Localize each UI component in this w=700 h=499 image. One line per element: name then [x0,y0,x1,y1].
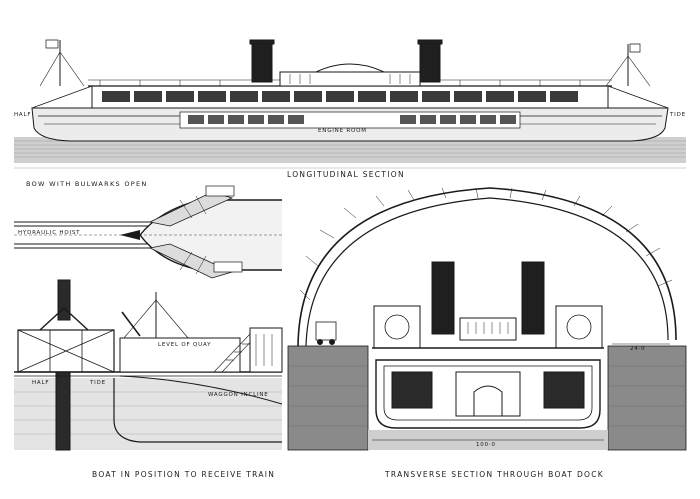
label-waggon-incline: WAGGON INCLINE [208,392,269,398]
waggon-incline-line [119,375,283,405]
boat-position-drawing [14,279,283,451]
boat-hull-section [113,378,282,443]
paddle-box-right [555,305,603,349]
saloon-arch [315,63,385,73]
deck-carriage [459,317,517,341]
hoist-box-bottom [213,261,243,273]
caption-boat-position: BOAT IN POSITION TO RECEIVE TRAIN [92,470,276,479]
caption-transverse-section: TRANSVERSE SECTION THROUGH BOAT DOCK [385,470,604,479]
boiler-right [543,371,585,409]
hoist-tower-chimney [57,279,71,321]
dock-wall-left [287,345,369,451]
transverse-funnel-left [431,261,455,335]
quay-waggon [315,321,337,341]
boiler-left [391,371,433,409]
transverse-funnel-right [521,261,545,335]
hoist-box-top [205,185,235,197]
label-width-24: 24·0 [630,346,646,352]
hoist-shaft [55,371,71,451]
longitudinal-section-drawing [14,39,686,163]
arch-inner [305,197,669,347]
dock-wall-right [607,345,687,451]
bow-plan-drawing [14,185,282,279]
engine [455,371,521,417]
label-tide: TIDE [90,380,106,386]
label-half: HALF [32,380,50,386]
label-tide-right: TIDE [670,112,686,118]
quay-building [119,337,241,373]
bulwark-open-upper [148,191,234,227]
caption-longitudinal-section: LONGITUDINAL SECTION [287,170,405,179]
upper-deck-carriages [102,91,578,102]
label-hydraulic-hoist: HYDRAULIC HOIST [18,230,81,236]
transverse-section-drawing [287,187,687,451]
rail-posts [99,80,581,86]
flag-left [45,39,59,49]
label-level-of-quay: LEVEL OF QUAY [158,342,212,348]
caption-bow-bulwarks: BOW WITH BULWARKS OPEN [26,180,148,188]
arch-lattice [299,187,673,301]
paddle-box-left [373,305,421,349]
hoist-roof [39,307,89,331]
funnel-right [419,39,441,83]
label-width-100: 100·0 [476,442,496,448]
quay-house [249,327,283,373]
funnel-left [251,39,273,83]
label-half-left: HALF [14,112,32,118]
arch-outer [297,187,677,347]
label-engine-room: ENGINE ROOM [318,128,367,134]
flag-right [629,43,641,53]
saloon [279,71,421,87]
lower-deck-wagons [188,115,516,124]
